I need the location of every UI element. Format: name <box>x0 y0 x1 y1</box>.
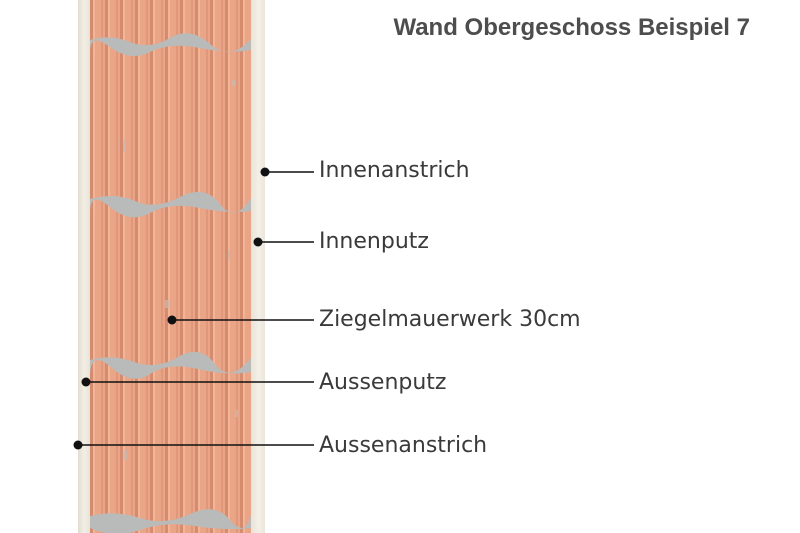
label-innenanstrich: Innenanstrich <box>319 158 470 183</box>
label-ziegelmauerwerk: Ziegelmauerwerk 30cm <box>319 307 581 332</box>
innenputz-layer <box>250 0 265 533</box>
leader-innenanstrich <box>260 167 314 177</box>
brick-speckles <box>123 80 238 460</box>
marker-dot <box>81 377 91 387</box>
leader-aussenanstrich <box>73 440 314 450</box>
marker-dot <box>167 315 177 325</box>
leader-aussenputz <box>81 377 314 387</box>
diagram-title: Wand Obergeschoss Beispiel 7 <box>393 14 750 41</box>
marker-dot <box>260 167 270 177</box>
leader-innenputz <box>253 237 314 247</box>
leader-ziegel <box>167 315 314 325</box>
brick-masonry <box>90 0 251 533</box>
mortar-joints <box>90 33 251 533</box>
label-aussenputz: Aussenputz <box>319 370 447 395</box>
label-innenputz: Innenputz <box>319 229 429 254</box>
marker-dot <box>73 440 83 450</box>
label-aussenanstrich: Aussenanstrich <box>319 433 488 458</box>
aussenputz-layer <box>78 0 91 533</box>
marker-dot <box>253 237 263 247</box>
